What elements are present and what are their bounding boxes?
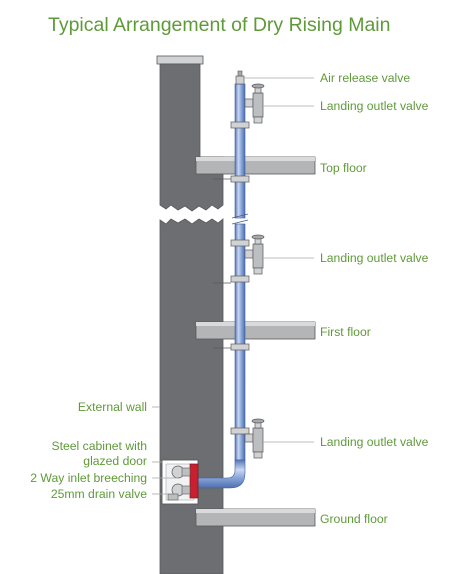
- label-steel-cabinet-line1: Steel cabinet with: [51, 439, 147, 453]
- label-landing-outlet-valve-top: Landing outlet valve: [320, 99, 429, 113]
- label-landing-outlet-valve-mid: Landing outlet valve: [320, 251, 429, 265]
- label-steel-cabinet-line2: glazed door: [83, 454, 147, 468]
- label-first-floor: First floor: [320, 325, 371, 339]
- label-landing-outlet-valve-bottom: Landing outlet valve: [320, 435, 429, 449]
- label-air-release-valve: Air release valve: [320, 71, 411, 85]
- label-top-floor: Top floor: [320, 161, 367, 175]
- landing-outlet-valve-bottom: [244, 418, 265, 459]
- top-floor-slab: [195, 156, 316, 175]
- pipe-brackets: [213, 121, 250, 435]
- leader-lines: [152, 77, 314, 495]
- drain-valve: [167, 493, 179, 501]
- ground-floor-slab: [195, 508, 316, 527]
- landing-outlet-valve-mid: [244, 234, 265, 275]
- inlet-breeching: [171, 463, 199, 499]
- landing-outlet-valve-top: [244, 83, 265, 124]
- label-inlet-breeching: 2 Way inlet breeching: [30, 471, 147, 485]
- air-release-valve: [235, 70, 245, 85]
- label-drain-valve: 25mm drain valve: [50, 487, 147, 501]
- first-floor-slab: [195, 321, 316, 340]
- label-external-wall: External wall: [77, 400, 147, 414]
- diagram-title: Typical Arrangement of Dry Rising Main: [48, 14, 391, 36]
- label-ground-floor: Ground floor: [320, 512, 388, 526]
